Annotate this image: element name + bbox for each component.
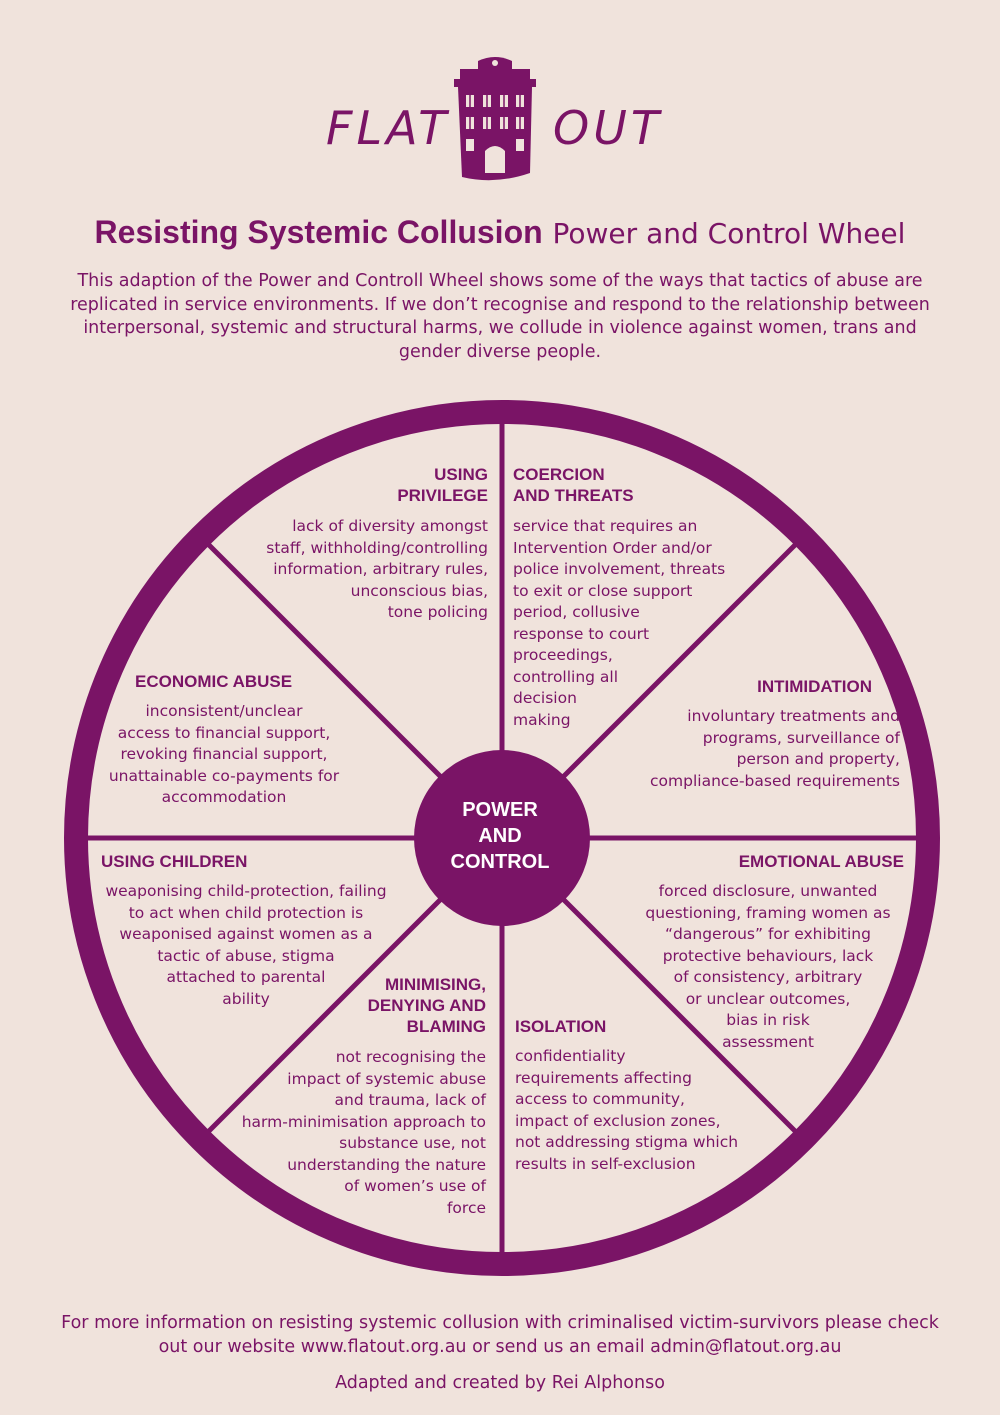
flat-out-logo: FLAT OUT — [0, 55, 1000, 190]
segment-minimising-text: not recognising the impact of systemic a… — [241, 1048, 486, 1217]
segment-intimidation-text: involuntary treatments and programs, sur… — [650, 707, 900, 790]
wheel-rim — [64, 400, 940, 1276]
segment-minimising-heading: MINIMISING, DENYING AND BLAMING — [367, 975, 486, 1036]
title-bold: Resisting Systemic Collusion — [94, 214, 543, 250]
intro-paragraph: This adaption of the Power and Controll … — [70, 271, 930, 362]
wheel-hub — [414, 750, 590, 926]
segment-economic-abuse-text: inconsistent/unclear access to financial… — [108, 702, 340, 806]
segment-using-privilege-text: lack of diversity amongst staff, withhol… — [266, 517, 488, 621]
logo-word-flat: FLAT — [326, 101, 451, 155]
building-icon — [454, 57, 536, 181]
page-title: Resisting Systemic Collusion Power and C… — [0, 214, 1000, 251]
segment-using-children-text: weaponising child-protection, failing to… — [105, 882, 387, 1008]
segment-using-privilege-heading: USING PRIVILEGE — [397, 465, 488, 505]
segment-emotional-abuse-text: forced disclosure, unwanted questioning,… — [645, 882, 891, 1051]
segment-economic-abuse-heading: ECONOMIC ABUSE — [135, 672, 293, 691]
segment-isolation-heading: ISOLATION — [515, 1017, 607, 1036]
segment-intimidation-heading: INTIMIDATION — [757, 677, 872, 696]
title-light: Power and Control Wheel — [552, 217, 906, 250]
logo-word-out: OUT — [553, 101, 663, 155]
power-control-wheel — [64, 400, 940, 1276]
segment-using-children-heading: USING CHILDREN — [101, 852, 248, 871]
segment-emotional-abuse-heading: EMOTIONAL ABUSE — [738, 852, 904, 871]
segment-coercion-threats-heading: COERCION AND THREATS — [513, 465, 634, 505]
segment-coercion-threats-text: service that requires an Intervention Or… — [513, 517, 726, 729]
footer-credit: Adapted and created by Rei Alphonso — [335, 1373, 665, 1393]
footer-info: For more information on resisting system… — [61, 1313, 939, 1357]
segment-isolation-text: confidentiality requirements affecting a… — [515, 1047, 739, 1173]
hub-label: POWER AND CONTROL — [450, 799, 550, 873]
